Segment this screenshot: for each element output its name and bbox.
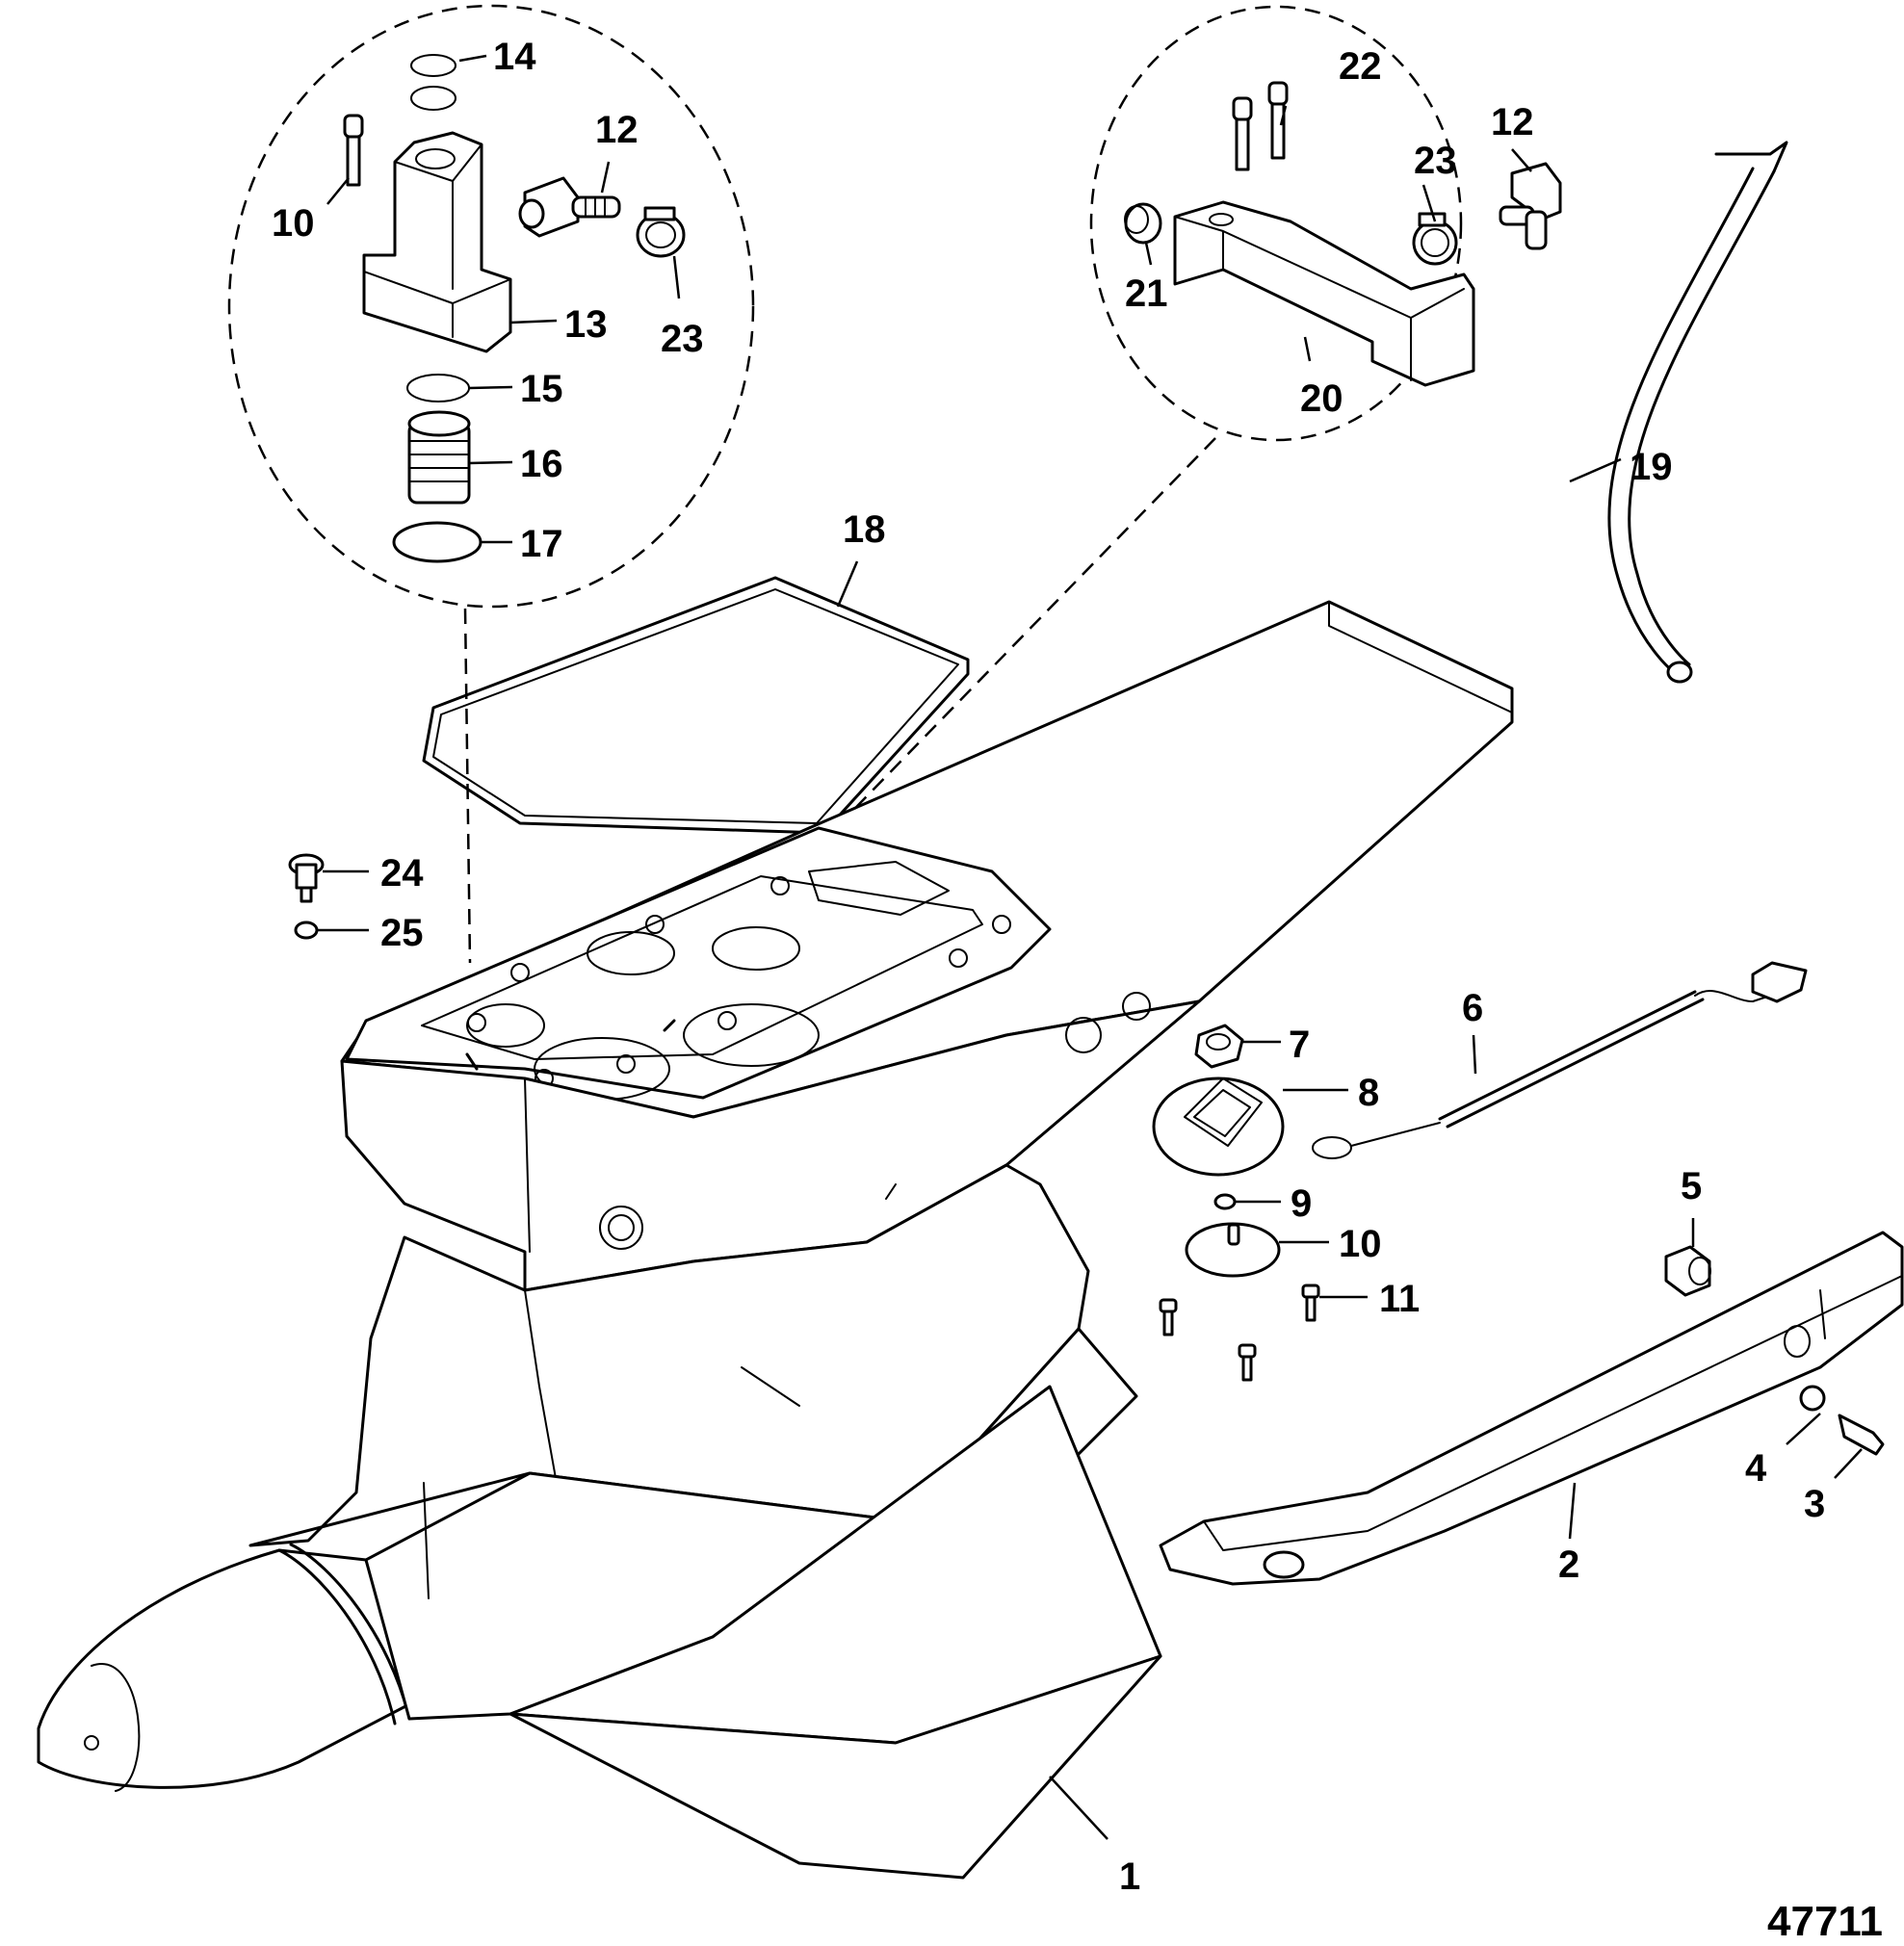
washer-25: [294, 921, 319, 940]
callout-15: 15: [520, 368, 563, 410]
callout-6: 6: [1462, 987, 1483, 1029]
callout-10-right: 10: [1339, 1223, 1382, 1265]
washer-9: [1213, 1193, 1237, 1210]
screws-22: [1232, 81, 1289, 171]
callout-10-left: 10: [272, 202, 315, 245]
gearcase-housing-1: [37, 600, 1514, 1880]
hose-19: [1607, 141, 1788, 684]
washer-4: [1799, 1385, 1826, 1412]
trim-tab-bolt-5: [1664, 1245, 1711, 1297]
callout-14: 14: [493, 36, 536, 78]
plug-24: [288, 853, 325, 903]
leader-lines: [318, 54, 1863, 1840]
callout-25: 25: [380, 912, 424, 954]
callout-4: 4: [1745, 1447, 1767, 1490]
filter-16: [407, 410, 471, 505]
hose-clamp-23-left: [636, 206, 686, 258]
sensor-6: [1312, 961, 1808, 1159]
fitting-12-right: [1499, 162, 1562, 250]
bushing-21: [1124, 202, 1162, 245]
screw-10-detail: [343, 114, 364, 187]
screws-11: [1159, 1284, 1320, 1382]
callout-5: 5: [1681, 1165, 1702, 1207]
pump-body-13: [362, 131, 512, 353]
callout-22: 22: [1339, 45, 1382, 88]
callout-13: 13: [564, 303, 608, 346]
callout-7: 7: [1289, 1024, 1310, 1066]
callout-11: 11: [1379, 1278, 1420, 1320]
projection-line-left: [463, 608, 472, 964]
detail-view-left: [227, 4, 755, 609]
callout-labels: 14 10 12 13 23 15 16 17 18 22 23 12 21 2…: [272, 36, 1883, 1945]
callout-2: 2: [1558, 1544, 1579, 1586]
callout-17: 17: [520, 523, 563, 565]
callout-24: 24: [380, 852, 424, 895]
hose-clamp-23-right: [1412, 212, 1458, 266]
callout-23-left: 23: [661, 318, 704, 360]
detail-view-right: [1089, 5, 1463, 442]
callout-12-right: 12: [1491, 101, 1534, 143]
callout-21: 21: [1125, 272, 1168, 315]
anode-plate-8: [1152, 1077, 1285, 1177]
pin-3: [1838, 1414, 1885, 1456]
callout-1: 1: [1119, 1855, 1140, 1898]
callout-23-right: 23: [1414, 140, 1457, 182]
bracket-20: [1173, 200, 1475, 387]
oring-17: [392, 521, 483, 563]
oring-14: [410, 54, 456, 111]
oring-15: [406, 374, 470, 402]
callout-8: 8: [1358, 1072, 1379, 1114]
callout-19: 19: [1630, 446, 1673, 488]
callout-16: 16: [520, 443, 563, 485]
nut-7: [1194, 1024, 1244, 1069]
trim-tab-2: [1159, 1231, 1904, 1586]
callout-9: 9: [1291, 1182, 1312, 1225]
callout-20: 20: [1300, 377, 1343, 420]
projection-line-right: [760, 437, 1216, 906]
anode-10: [1185, 1222, 1281, 1278]
fitting-12-left: [518, 176, 621, 238]
callout-12-left: 12: [595, 109, 639, 151]
callout-3: 3: [1804, 1483, 1825, 1525]
callout-18: 18: [843, 508, 886, 551]
figure-number: 47711: [1767, 1898, 1883, 1945]
